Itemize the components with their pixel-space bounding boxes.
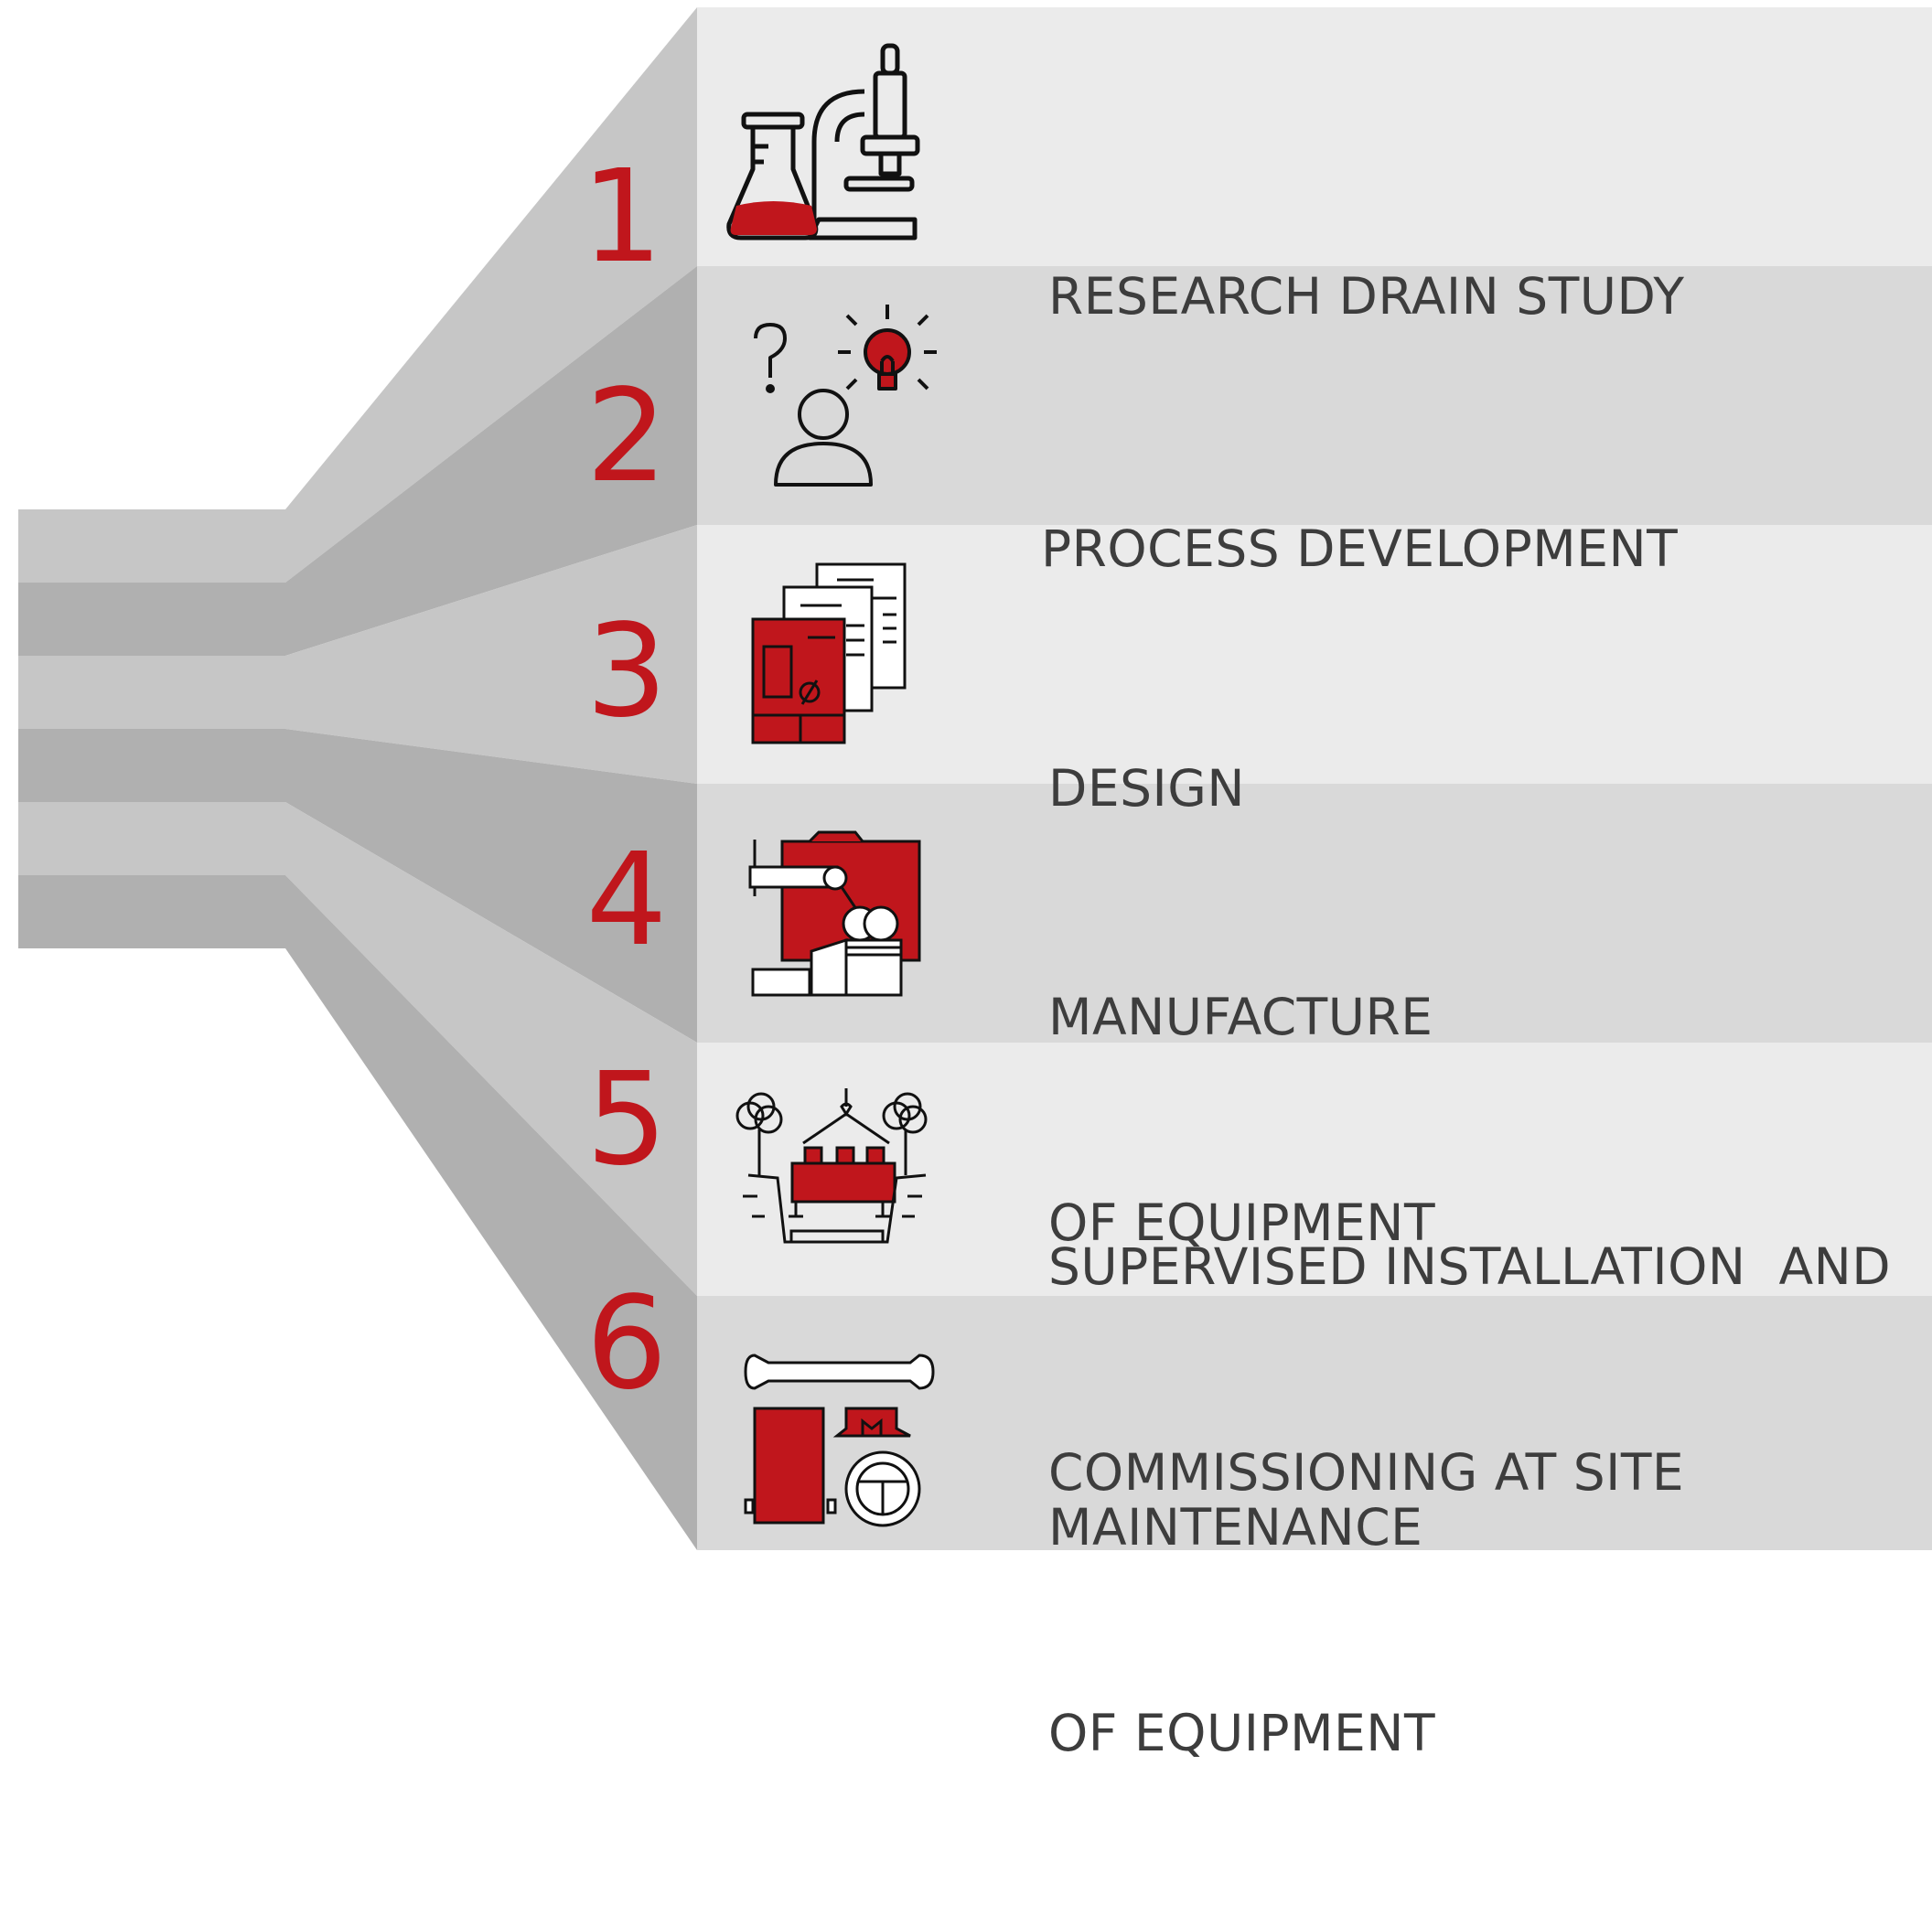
step-label-4-line-1: MANUFACTURE [1048, 988, 1433, 1046]
ribbon-2 [285, 266, 697, 656]
step-label-3-line-1: DESIGN [1048, 759, 1245, 818]
step-label-6-line-1: MAINTENANCE [1048, 1498, 1423, 1557]
site-installation-crane-icon [732, 1079, 933, 1280]
person-idea-lightbulb-icon [741, 297, 942, 498]
ribbon-5 [285, 802, 697, 1296]
ribbon-4 [285, 729, 697, 1043]
step-label-2: PROCESS DEVELOPMENT [1041, 378, 1678, 721]
stripe-3 [18, 656, 285, 729]
process-funnel-diagram: 1 2 3 4 5 6 [18, 7, 1932, 1762]
step-label-5-line-2: COMMISSIONING AT SITE [1048, 1443, 1685, 1502]
step-number-4: 4 [585, 826, 668, 975]
stripe-6 [18, 875, 285, 948]
step-label-2-line-1: PROCESS DEVELOPMENT [1041, 519, 1679, 578]
funnel-background [18, 7, 1932, 1550]
lab-flask-microscope-icon [726, 41, 928, 242]
step-label-4: MANUFACTURE OF EQUIPMENT [1048, 846, 1435, 1395]
band-5 [697, 1043, 1932, 1296]
step-number-3: 3 [585, 597, 668, 746]
wrench-maintenance-icon [744, 1344, 947, 1546]
step-label-6: MAINTENANCE OF EQUIPMENT [1048, 1356, 1435, 1905]
ribbon-1 [285, 7, 697, 583]
stripe-5 [18, 802, 285, 875]
stripe-4 [18, 729, 285, 802]
step-label-6-line-2: OF EQUIPMENT [1048, 1704, 1436, 1762]
stripe-1 [18, 509, 285, 583]
step-number-1: 1 [581, 143, 663, 292]
step-label-3: DESIGN [1048, 617, 1245, 960]
step-number-5: 5 [585, 1045, 668, 1194]
ribbon-6 [285, 875, 697, 1550]
robotic-manufacturing-icon [746, 823, 947, 1024]
step-label-5-line-1: SUPERVISED INSTALLATION AND [1048, 1237, 1892, 1296]
ribbon-3 [285, 525, 697, 784]
step-label-5: SUPERVISED INSTALLATION AND COMMISSIONIN… [1048, 1096, 1891, 1644]
step-label-1-line-1: RESEARCH DRAIN STUDY [1048, 267, 1685, 326]
stripe-2 [18, 583, 285, 656]
step-label-4-line-2: OF EQUIPMENT [1048, 1193, 1436, 1252]
step-number-6: 6 [585, 1269, 668, 1418]
step-label-1: RESEARCH DRAIN STUDY [1048, 125, 1685, 468]
step-number-2: 2 [585, 362, 668, 511]
band-2 [697, 266, 1932, 525]
design-documents-icon [746, 560, 947, 761]
